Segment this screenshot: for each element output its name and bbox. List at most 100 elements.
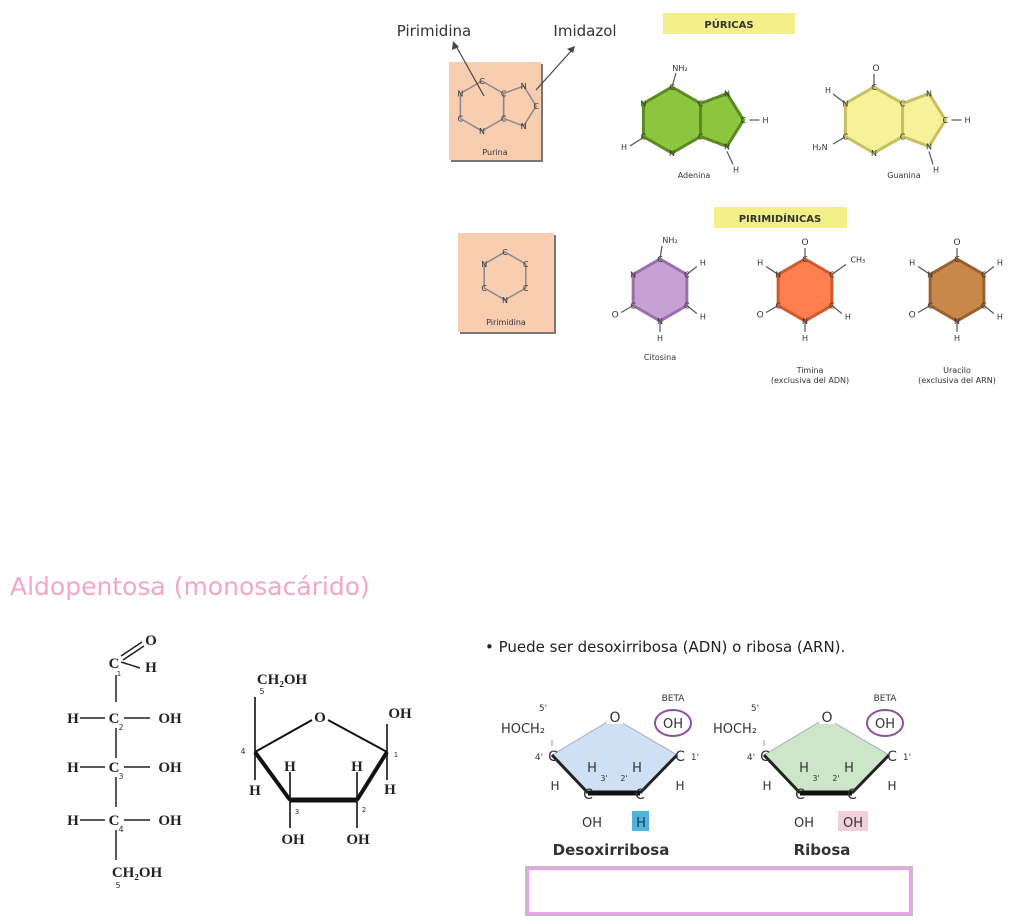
beta-label: BETA xyxy=(662,694,686,704)
citosina-o: O xyxy=(612,311,619,321)
uracilo-atom: C xyxy=(954,255,960,264)
prime-label: 1' xyxy=(903,753,911,763)
adenina-h: H xyxy=(762,116,768,125)
fischer-oh: OH xyxy=(158,760,182,776)
pirimidina-atom: N xyxy=(502,296,508,305)
oh-label: OH xyxy=(663,717,683,732)
timina-caption: Timina xyxy=(796,366,824,375)
puricas-label-box xyxy=(663,13,795,34)
timina-ring xyxy=(776,257,834,323)
haworth-h: H xyxy=(249,783,261,799)
haworth-num: 4 xyxy=(240,747,245,756)
haworth-h: H xyxy=(284,759,296,775)
bond xyxy=(917,266,931,275)
carbon-label: C xyxy=(635,787,645,803)
citosina-nh2: NH₂ xyxy=(662,236,677,245)
haworth-ch2oh: CH₂OH xyxy=(257,672,308,688)
bond xyxy=(831,264,847,275)
bond xyxy=(638,753,679,795)
timina-atom: C xyxy=(802,255,808,264)
purina-atom: N xyxy=(479,127,485,136)
guanina-atom: C xyxy=(843,133,849,142)
haworth-h: H xyxy=(384,782,396,798)
prime-label: 2' xyxy=(620,774,627,783)
ring-o-bg xyxy=(607,708,623,724)
pirimidina-atom: C xyxy=(481,284,487,293)
uracilo-atom: C xyxy=(981,271,987,280)
bond xyxy=(686,266,698,275)
fischer-oh: OH xyxy=(158,813,182,829)
carbon-label: C xyxy=(847,787,857,803)
pirimidina-atom: C xyxy=(523,284,529,293)
bond xyxy=(765,304,779,314)
guanina-caption: Guanina xyxy=(887,171,921,180)
bond xyxy=(254,719,313,753)
haworth-h: H xyxy=(351,759,363,775)
purina-atom: N xyxy=(521,82,527,91)
purina-atom: C xyxy=(501,115,507,124)
haworth-oh: OH xyxy=(281,832,305,848)
fischer-h: H xyxy=(67,813,79,829)
fischer-num: 4 xyxy=(118,825,123,834)
guanina-atom: C xyxy=(900,133,906,142)
bullet-text: • Puede ser desoxirribosa (ADN) o ribosa… xyxy=(485,638,846,656)
haworth-num: 5 xyxy=(259,687,264,696)
bond xyxy=(629,136,645,147)
purina-atom: C xyxy=(479,77,485,86)
prime-label: 4' xyxy=(747,753,755,763)
fischer-num: 3 xyxy=(118,772,123,781)
adenina-six-ring xyxy=(641,85,703,155)
bond xyxy=(253,750,292,802)
bond xyxy=(850,753,891,795)
oh-label: OH xyxy=(794,816,814,831)
guanina-atom: C xyxy=(871,83,877,92)
adenina-atom: C xyxy=(698,133,704,142)
c2-substituent-highlight xyxy=(632,811,649,831)
beta-circle xyxy=(654,709,692,737)
citosina-atom: C xyxy=(657,255,663,264)
fischer-h: H xyxy=(67,711,79,727)
carbon-label: C xyxy=(760,749,770,765)
prime-label: 3' xyxy=(812,774,819,783)
bond xyxy=(686,305,698,314)
bond xyxy=(550,753,590,795)
h-label: H xyxy=(762,779,771,793)
pirimidina-ring xyxy=(483,251,527,301)
timina-h: H xyxy=(802,334,808,343)
fischer-oh: OH xyxy=(158,711,182,727)
timina-o: O xyxy=(757,311,764,321)
bond xyxy=(917,304,931,314)
arrowhead-icon xyxy=(452,41,459,50)
bond xyxy=(983,305,995,314)
h-label: H xyxy=(799,761,809,776)
adenina-h: H xyxy=(733,165,739,174)
guanina-atom: N xyxy=(926,90,932,99)
answer-box[interactable] xyxy=(527,868,911,914)
purina-atom: C xyxy=(501,90,507,99)
haworth-num: 1 xyxy=(394,751,398,759)
hoch2-label: HOCH₂ xyxy=(713,722,757,737)
timina-atom: N xyxy=(775,271,781,280)
uracilo-h: H xyxy=(909,259,915,268)
pirimidina-ring-label: Pirimidina xyxy=(397,22,471,40)
fischer-num: 1 xyxy=(117,670,121,678)
haworth-oh: OH xyxy=(388,706,412,722)
pirimidina-atom: C xyxy=(523,260,529,269)
prime-label: 2' xyxy=(832,774,839,783)
timina-o: O xyxy=(801,238,808,248)
guanina-h: H xyxy=(825,86,831,95)
pirimidina-caption: Pirimidina xyxy=(486,318,526,327)
c2-substituent: H xyxy=(636,816,646,831)
bond xyxy=(120,661,141,669)
timina-h: H xyxy=(757,259,763,268)
bond xyxy=(983,266,995,275)
haworth-o: O xyxy=(314,710,326,726)
carbon-label: C xyxy=(675,749,685,765)
adenina-caption: Adenina xyxy=(678,171,711,180)
arrow-to-pirimidina xyxy=(455,45,485,97)
prime-label: 5' xyxy=(539,704,547,714)
pirimidina-box xyxy=(458,233,554,332)
section-title: Aldopentosa (monosacárido) xyxy=(10,572,370,601)
guanina-atom: C xyxy=(900,100,906,109)
bond xyxy=(831,305,843,314)
